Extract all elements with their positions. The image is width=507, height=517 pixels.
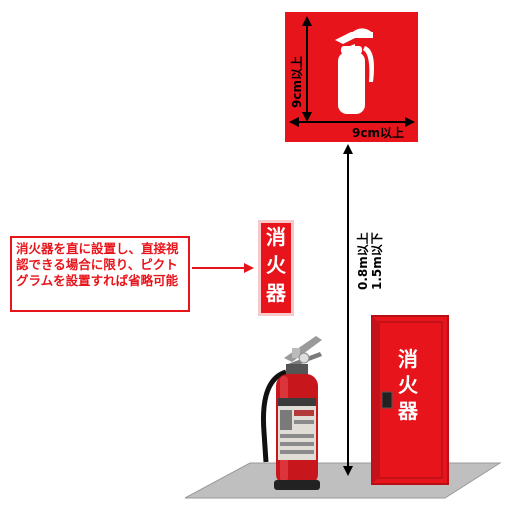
height-min-label: 0.8m以上 — [356, 232, 370, 290]
sign-height-label: 9cm以上 — [290, 56, 304, 108]
extinguisher-cabinet — [371, 315, 449, 485]
mounting-height-arrow — [343, 144, 353, 476]
small-sign-char2: 火 — [266, 253, 286, 277]
cabinet-char1: 消 — [398, 347, 418, 371]
callout-note: 消火器を直に設置し、直接視認できる場合に限り、ピクトグラムを設置すれば省略可能 — [10, 236, 190, 312]
sign-width-label: 9cm以上 — [352, 126, 404, 140]
fire-extinguisher-illustration — [260, 336, 322, 490]
mounting-height-label: 0.8m以上 1.5m以下 — [356, 232, 384, 290]
fire-extinguisher-icon — [335, 28, 374, 114]
callout-arrow — [192, 263, 254, 273]
sign-dimension-lines — [289, 16, 415, 127]
cabinet-char3: 器 — [398, 399, 418, 423]
extinguisher-text-sign: 消 火 器 — [258, 220, 294, 316]
small-sign-char3: 器 — [266, 281, 286, 305]
callout-text: 消火器を直に設置し、直接視認できる場合に限り、ピクトグラムを設置すれば省略可能 — [16, 241, 179, 288]
cabinet-char2: 火 — [398, 373, 418, 397]
small-sign-char1: 消 — [266, 225, 286, 249]
height-max-label: 1.5m以下 — [370, 232, 384, 290]
